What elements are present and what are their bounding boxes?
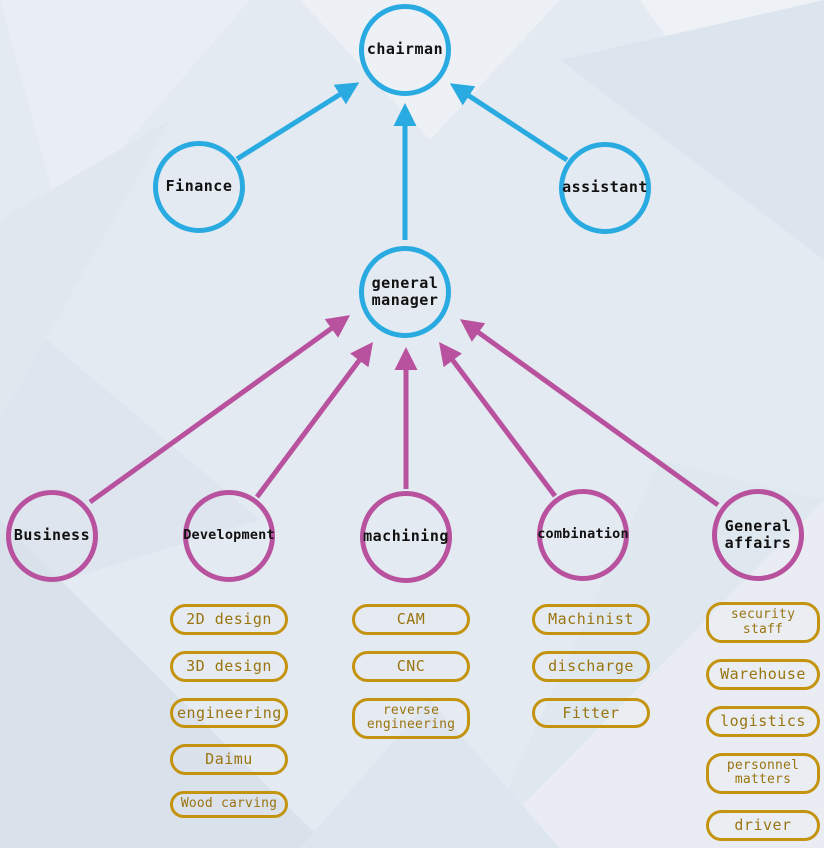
leaf-machinist: Machinist (532, 604, 650, 635)
leaf-3d-design: 3D design (170, 650, 288, 682)
node-assistant: assistant (559, 142, 651, 234)
leaf-daimu: Daimu (170, 744, 288, 776)
node-business-label: Business (13, 526, 91, 545)
node-development: Development (183, 490, 275, 582)
leaf-2d-design: 2D design (170, 604, 288, 635)
leaf-engineering: engineering (170, 697, 288, 729)
leaf-discharge: discharge (532, 650, 650, 682)
arrow-general-affairs-general-manager (459, 319, 720, 508)
node-general-manager-label: general manager (371, 273, 439, 309)
node-assistant-label: assistant (562, 178, 648, 197)
node-general-affairs: General affairs (712, 489, 804, 581)
arrow-combination-general-manager (438, 342, 557, 498)
development-leaf-column: 2D design 3D design engineering Daimu Wo… (170, 604, 288, 818)
node-business: Business (6, 490, 98, 582)
general-affairs-leaf-column: security staff Warehouse logistics perso… (706, 602, 820, 841)
node-finance-label: Finance (165, 177, 233, 196)
leaf-security-staff: security staff (706, 602, 820, 644)
leaf-driver: driver (706, 809, 820, 841)
leaf-wood-carving: Wood carving (170, 791, 288, 818)
leaf-logistics: logistics (706, 705, 820, 737)
node-development-label: Development (183, 527, 275, 544)
leaf-warehouse: Warehouse (706, 659, 820, 690)
node-combination: combination (537, 489, 629, 581)
node-general-manager: general manager (359, 246, 451, 338)
leaf-reverse-engineering: reverse engineering (352, 697, 470, 739)
arrow-development-general-manager (254, 341, 373, 499)
leaf-cam: CAM (352, 604, 470, 635)
arrow-business-general-manager (88, 315, 351, 505)
node-general-affairs-label: General affairs (724, 516, 792, 552)
node-chairman-label: chairman (366, 40, 444, 59)
node-combination-label: combination (537, 526, 629, 543)
node-machining-label: machining (363, 527, 449, 546)
machining-leaf-column: CAM CNC reverse engineering (352, 604, 470, 739)
leaf-fitter: Fitter (532, 697, 650, 729)
arrow-assistant-chairman (449, 83, 569, 163)
node-machining: machining (360, 491, 452, 583)
combination-leaf-column: Machinist discharge Fitter (532, 604, 650, 729)
leaf-cnc: CNC (352, 650, 470, 682)
node-finance: Finance (153, 141, 245, 233)
node-chairman: chairman (359, 4, 451, 96)
arrow-finance-chairman (235, 82, 360, 162)
leaf-personnel-matters: personnel matters (706, 752, 820, 794)
